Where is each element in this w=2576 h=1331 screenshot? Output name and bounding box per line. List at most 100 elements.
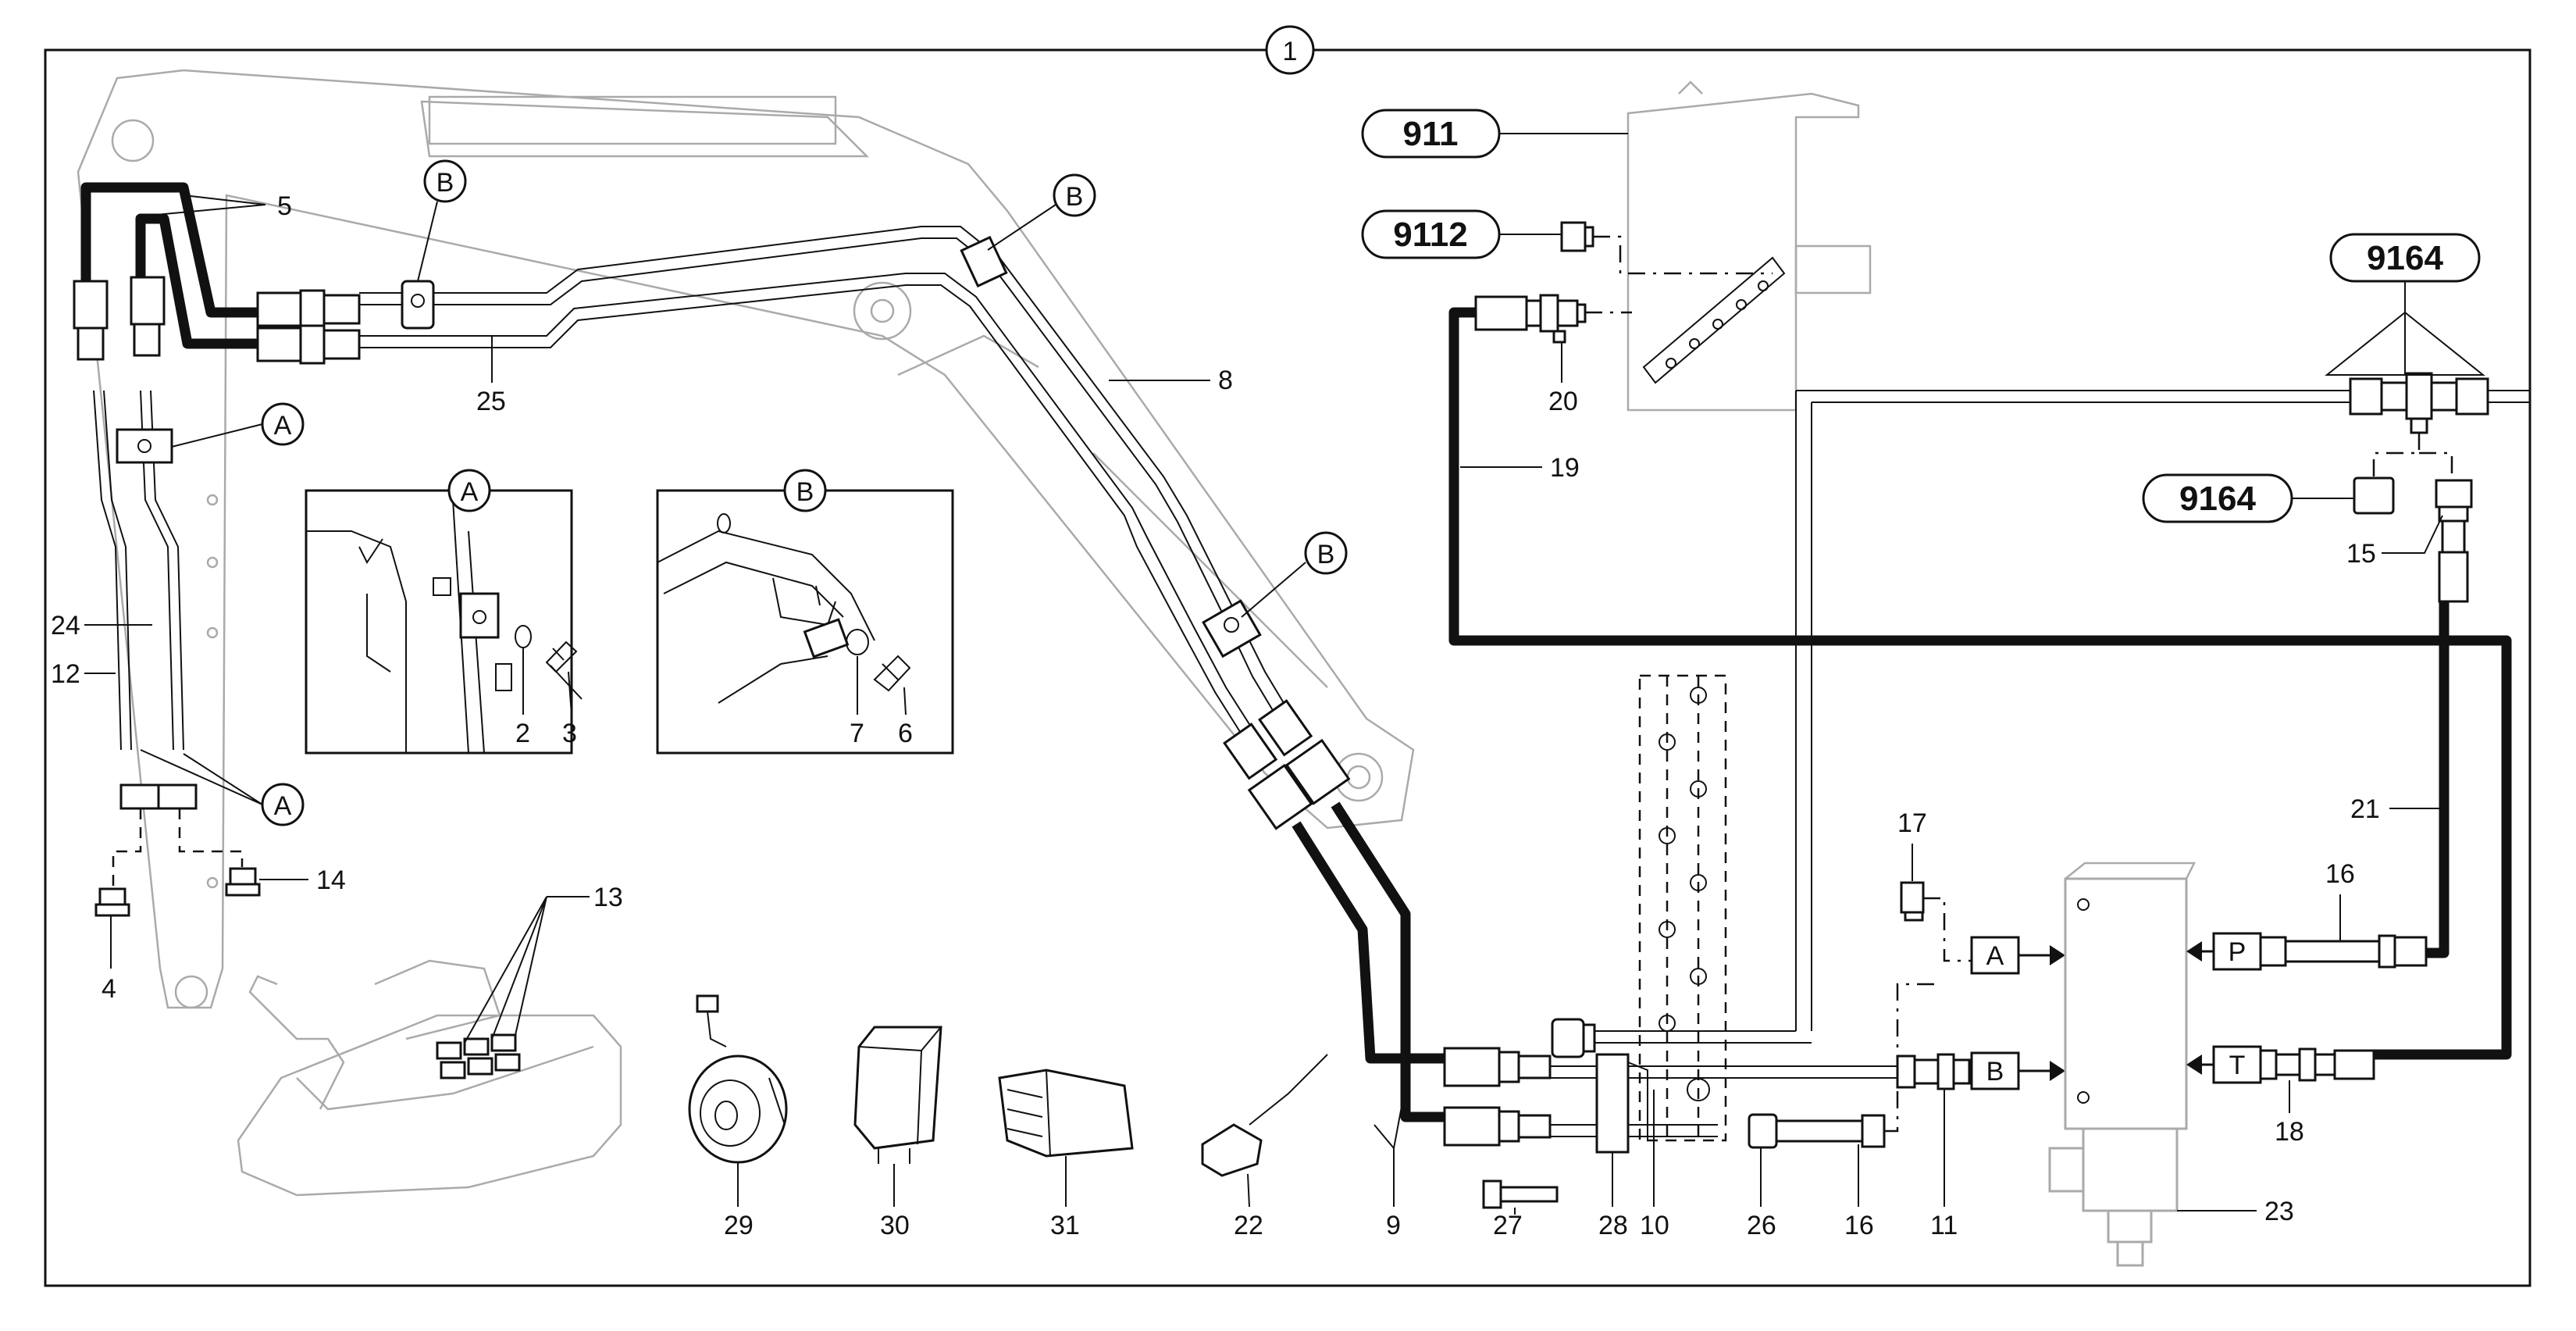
label-29: 29	[724, 1162, 754, 1240]
label-14: 14	[259, 865, 346, 895]
svg-text:21: 21	[2350, 794, 2380, 824]
svg-text:31: 31	[1050, 1211, 1080, 1240]
reference-9164-mid: 9164	[2142, 473, 2354, 523]
fitting-15	[2353, 476, 2473, 603]
thick-hose-9	[1292, 801, 1445, 1122]
callout-b-2: B	[987, 173, 1096, 251]
plug-9112	[1560, 221, 1773, 275]
label-28: 28	[1598, 1152, 1628, 1240]
svg-text:9: 9	[1386, 1211, 1401, 1240]
manual-31	[998, 1069, 1134, 1158]
label-7: 7	[850, 656, 864, 748]
svg-text:6: 6	[898, 719, 913, 748]
svg-text:26: 26	[1747, 1211, 1776, 1240]
bolt-27	[1482, 1179, 1559, 1209]
label-16-right: 16	[2325, 859, 2355, 941]
label-9: 9	[1374, 1085, 1406, 1240]
callout-a-bottom: A	[140, 749, 305, 826]
svg-text:28: 28	[1598, 1211, 1628, 1240]
callout-a-top: A	[171, 402, 305, 448]
svg-text:T: T	[2229, 1051, 2246, 1080]
svg-text:1: 1	[1283, 37, 1298, 66]
svg-text:19: 19	[1550, 453, 1580, 483]
svg-text:23: 23	[2264, 1197, 2294, 1226]
port-a: A	[1970, 936, 2065, 975]
bottom-left-fittings	[94, 783, 261, 917]
svg-text:29: 29	[724, 1211, 754, 1240]
label-30: 30	[880, 1164, 910, 1240]
hose-9-end-fittings	[1443, 1018, 1596, 1147]
svg-text:911: 911	[1403, 115, 1459, 153]
label-23: 23	[2177, 1197, 2294, 1226]
label-8: 8	[1109, 366, 1233, 395]
svg-text:9112: 9112	[1393, 216, 1467, 254]
label-27: 27	[1493, 1208, 1523, 1240]
svg-text:B: B	[1066, 182, 1084, 212]
svg-text:9164: 9164	[2367, 239, 2443, 277]
svg-text:15: 15	[2346, 539, 2376, 569]
svg-text:20: 20	[1548, 387, 1578, 416]
top-left-fittings	[73, 276, 435, 464]
section-number-badge: 1	[1265, 25, 1315, 75]
svg-text:16: 16	[2325, 859, 2355, 889]
label-31: 31	[1050, 1156, 1080, 1240]
detail-a-label: A	[447, 469, 491, 512]
tee-fitting-9164	[2349, 372, 2489, 476]
svg-text:16: 16	[1844, 1211, 1874, 1240]
label-22: 22	[1234, 1173, 1263, 1240]
label-2: 2	[515, 648, 530, 748]
label-20: 20	[1548, 342, 1578, 416]
label-17: 17	[1897, 808, 1927, 881]
svg-text:4: 4	[102, 974, 116, 1004]
label-6: 6	[898, 687, 913, 748]
label-15: 15	[2346, 515, 2443, 569]
svg-text:8: 8	[1218, 366, 1233, 395]
detail-view-b	[656, 489, 954, 755]
svg-text:25: 25	[476, 387, 506, 416]
svg-text:13: 13	[593, 883, 623, 912]
svg-text:17: 17	[1897, 808, 1927, 838]
svg-text:18: 18	[2275, 1117, 2304, 1147]
label-25: 25	[476, 336, 506, 416]
port-p: P	[2186, 932, 2428, 971]
fittings-26-16-11	[1748, 983, 1971, 1149]
svg-text:P: P	[2229, 937, 2246, 967]
svg-text:12: 12	[51, 659, 80, 689]
relay-30	[853, 1026, 942, 1164]
svg-text:22: 22	[1234, 1211, 1263, 1240]
svg-text:14: 14	[316, 865, 346, 895]
label-16-bottom: 16	[1844, 1144, 1874, 1240]
callout-b-3: B	[1241, 531, 1348, 618]
reference-9112: 9112	[1361, 209, 1562, 259]
callout-b-1: B	[417, 159, 467, 282]
svg-text:7: 7	[850, 719, 864, 748]
label-19: 19	[1460, 453, 1580, 483]
svg-text:11: 11	[1930, 1211, 1958, 1240]
solenoid-valve-23	[2048, 862, 2197, 1267]
svg-text:A: A	[274, 791, 292, 821]
port-b: B	[1970, 1051, 2065, 1090]
detail-b-label: B	[783, 469, 827, 512]
cabinet-911	[1626, 80, 1872, 412]
detail-view-a	[305, 489, 583, 755]
fitting-20	[1474, 294, 1632, 344]
svg-text:2: 2	[515, 719, 530, 748]
label-3: 3	[562, 671, 577, 748]
svg-text:B: B	[796, 477, 814, 507]
label-13: 13	[464, 883, 623, 1044]
label-21: 21	[2350, 794, 2444, 824]
lower-boom-fittings	[1223, 699, 1351, 830]
svg-text:24: 24	[51, 611, 80, 641]
label-5: 5	[155, 191, 292, 221]
buzzer-29	[688, 994, 788, 1164]
boom-clamps	[960, 235, 1262, 658]
svg-text:27: 27	[1493, 1211, 1523, 1240]
svg-text:B: B	[1986, 1057, 2004, 1087]
svg-text:A: A	[274, 411, 292, 441]
thick-hose-21	[2425, 601, 2450, 958]
label-12: 12	[51, 659, 116, 689]
label-11: 11	[1930, 1089, 1958, 1240]
svg-text:10: 10	[1640, 1211, 1669, 1240]
label-10: 10	[1640, 1090, 1669, 1240]
